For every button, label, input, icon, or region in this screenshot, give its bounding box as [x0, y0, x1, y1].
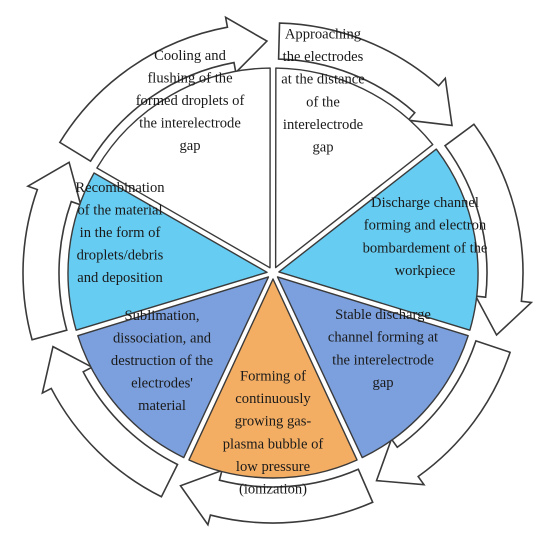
step-label-line: droplets/debris: [77, 248, 164, 264]
step-label-line: channel forming at: [328, 330, 438, 346]
step-label-line: the electrodes: [283, 49, 364, 65]
cycle-arrows: [22, 15, 534, 527]
step-label-line: Forming of: [240, 369, 306, 385]
step-label-line: Stable discharge: [335, 307, 431, 323]
sector-cooling-flushing: [96, 67, 271, 269]
step-label-stable-discharge: Stable discharge channel forming at the in…: [328, 307, 438, 391]
step-label-line: interelectrode: [283, 117, 363, 133]
step-label-sublimation: Sublimation, dissociation, and destruction…: [111, 308, 213, 414]
step-label-line: and deposition: [77, 270, 163, 286]
step-label-line: Approaching: [285, 27, 362, 43]
cycle-arrow-recombination: [22, 161, 82, 341]
sector-sublimation: [77, 276, 270, 459]
sector-gas-plasma-bubble: [188, 278, 358, 479]
step-label-line: growing gas-: [235, 414, 312, 430]
step-label-approaching: Approaching the electrodes at the distance…: [281, 27, 364, 156]
step-label-line: flushing of the: [147, 70, 232, 86]
step-label-line: gap: [179, 138, 200, 154]
step-label-line: at the distance: [281, 72, 364, 88]
step-label-line: of the: [306, 94, 340, 110]
step-label-discharge-channel-forming: Discharge channel forming and electron bom…: [363, 195, 488, 279]
step-label-line: gap: [312, 140, 333, 156]
step-label-line: Cooling and: [154, 48, 226, 64]
step-label-cooling-flushing: Cooling and flushing of the formed droplet…: [136, 48, 245, 154]
step-label-line: the interelectrode: [139, 116, 241, 132]
step-label-line: continuously: [235, 391, 311, 407]
cycle-arrow-approaching: [277, 22, 453, 127]
step-label-line: Discharge channel: [371, 195, 479, 211]
cycle-arrow-discharge-channel-forming: [443, 123, 534, 337]
step-label-line: formed droplets of: [136, 93, 245, 109]
cycle-arrow-stable-discharge: [375, 339, 512, 486]
step-label-gas-plasma-bubble: Forming of continuously growing gas-plasma…: [223, 369, 324, 498]
sector-approaching: [274, 67, 434, 269]
step-label-line: destruction of the: [111, 353, 213, 369]
sector-stable-discharge: [276, 276, 469, 459]
cycle-arrow-sublimation: [41, 345, 179, 498]
step-label-recombination: Recombination of the material in the form …: [75, 180, 165, 286]
step-label-line: bombardement of the: [363, 240, 488, 256]
cycle-arrow-cooling-flushing: [58, 15, 269, 163]
sector-discharge-channel-forming: [278, 148, 479, 331]
cycle-labels: Approaching the electrodes at the distance…: [75, 27, 487, 498]
step-label-line: electrodes': [131, 376, 193, 392]
step-label-line: workpiece: [395, 263, 456, 279]
step-label-line: plasma bubble of: [223, 436, 324, 452]
step-label-line: of the material: [77, 202, 162, 218]
step-label-line: (ionization): [239, 482, 307, 498]
step-label-line: forming and electron: [364, 218, 487, 234]
step-label-line: Recombination: [75, 180, 165, 196]
step-label-line: dissociation, and: [113, 330, 212, 346]
cycle-sectors: [67, 67, 479, 479]
step-label-line: Sublimation,: [125, 308, 200, 324]
step-label-line: gap: [372, 375, 393, 391]
cycle-arrow-gas-plasma-bubble: [179, 468, 374, 527]
step-label-line: in the form of: [80, 225, 161, 241]
sector-recombination: [67, 172, 268, 331]
step-label-line: low pressure: [236, 459, 310, 475]
step-label-line: the interelectrode: [332, 352, 434, 368]
step-label-line: material: [138, 398, 186, 414]
